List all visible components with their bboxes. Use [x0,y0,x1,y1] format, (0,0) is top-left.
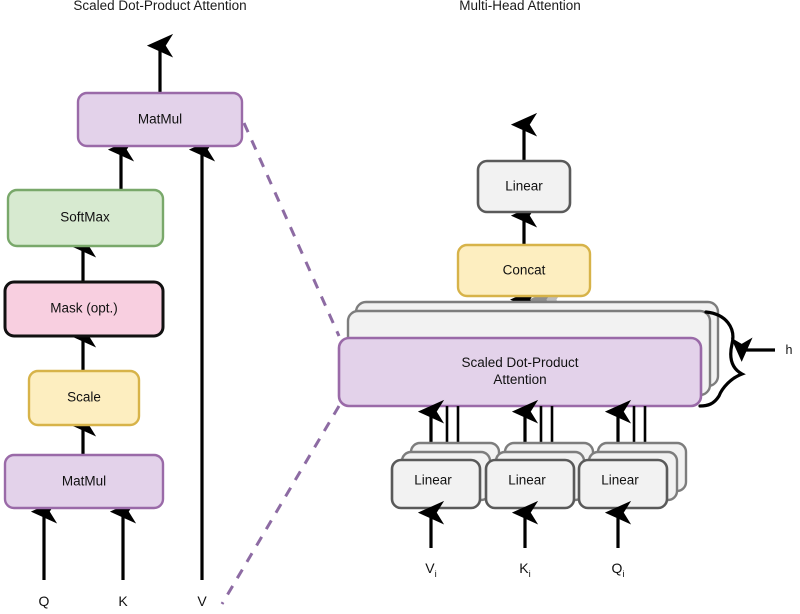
node-label-sdpa-line1: Scaled Dot-Product [461,355,579,371]
node-label-sdpa: Scaled Dot-Product Attention [461,355,578,389]
node-concat[interactable] [456,243,592,298]
dashed-connector-bottom [220,405,341,605]
head-count-brace [698,310,746,408]
input-label-qi-sub: i [622,568,625,580]
input-label-vi-base: V [425,560,435,577]
node-label-matmul-bottom: MatMul [61,473,107,489]
node-scale[interactable] [27,369,141,427]
node-label-softmax: SoftMax [60,209,110,225]
title-right: Multi-Head Attention [459,0,581,13]
input-label-qi: Qi [611,560,624,580]
node-matmul-bottom[interactable] [3,453,165,510]
node-label-mask: Mask (opt.) [50,300,118,316]
input-label-ki-sub: i [528,568,531,580]
node-label-linear-out: Linear [505,178,543,194]
node-label-linear-q: Linear [601,472,639,488]
node-label-concat: Concat [502,262,546,278]
input-label-v: V [197,593,207,609]
node-matmul-top[interactable] [76,91,244,148]
node-label-linear-v: Linear [414,472,452,488]
node-label-sdpa-line2: Attention [493,372,547,387]
input-label-q: Q [38,593,50,609]
title-left: Scaled Dot-Product Attention [73,0,247,13]
input-label-k: K [118,593,128,609]
node-label-matmul-top: MatMul [137,111,183,127]
node-linear-out[interactable] [476,159,572,214]
head-count-label: h [785,343,793,357]
node-mask[interactable] [3,280,165,338]
input-label-vi: Vi [425,560,436,580]
node-label-scale: Scale [67,389,101,405]
input-label-qi-base: Q [611,560,623,577]
input-label-ki-base: K [519,560,529,577]
input-label-vi-sub: i [434,568,437,580]
dashed-connector-top [242,122,341,337]
input-label-ki: Ki [519,560,530,580]
node-softmax[interactable] [6,188,165,248]
node-label-linear-k: Linear [508,472,546,488]
